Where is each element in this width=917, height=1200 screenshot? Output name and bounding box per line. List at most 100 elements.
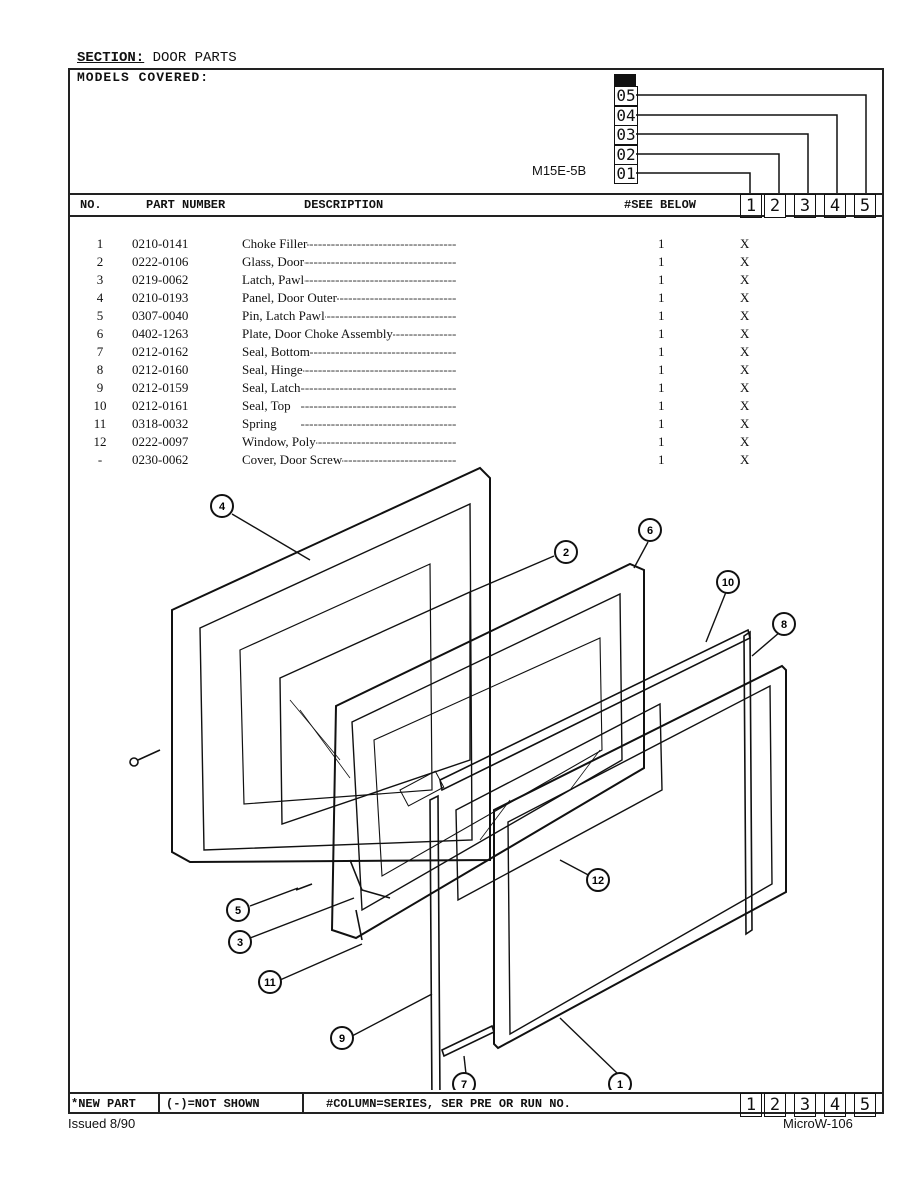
part-column-1: X <box>740 362 750 377</box>
leader-dots: ------------------------------------ <box>242 272 457 287</box>
header-column-1: 1 <box>740 194 762 218</box>
part-description: Plate, Door Choke Assembly <box>242 326 393 342</box>
footer-column-2: 2 <box>764 1093 786 1117</box>
part-number: 0212-0159 <box>132 380 189 395</box>
part-number: 0219-0062 <box>132 272 189 287</box>
part-column-1: X <box>740 434 750 449</box>
part-number: 0222-0097 <box>132 434 189 449</box>
header-see-below: #SEE BELOW <box>624 198 697 212</box>
callout-label: 8 <box>781 619 787 631</box>
part-no: 5 <box>96 308 104 323</box>
footer-divider <box>158 1092 160 1114</box>
leader-dots: ------------------------------------ <box>242 380 457 395</box>
header-column-5: 5 <box>854 194 876 218</box>
callout-label: 10 <box>722 577 734 589</box>
series-code-03: 03 <box>614 125 638 145</box>
callout-11: 11 <box>258 970 282 994</box>
part-qty: 1 <box>658 272 665 287</box>
part-number: 0212-0160 <box>132 362 189 377</box>
part-number: 0210-0193 <box>132 290 189 305</box>
part-number: 0212-0161 <box>132 398 189 413</box>
part-description: Seal, Latch <box>242 380 301 396</box>
part-no: 11 <box>93 416 107 431</box>
part-qty: 1 <box>658 380 665 395</box>
part-no: 9 <box>96 380 104 395</box>
header-part-number: PART NUMBER <box>146 198 226 212</box>
header-description: DESCRIPTION <box>304 198 384 212</box>
callout-2: 2 <box>554 540 578 564</box>
part-description: Panel, Door Outer <box>242 290 337 306</box>
footer-column-3: 3 <box>794 1093 816 1117</box>
part-qty: 1 <box>658 308 665 323</box>
table-header-row <box>70 193 882 217</box>
part-description: Glass, Door <box>242 254 305 270</box>
leader-dots: ------------------------------------ <box>242 344 457 359</box>
header-column-2: 2 <box>764 194 786 218</box>
part-no: - <box>97 452 103 467</box>
footer-new-part: *NEW PART <box>71 1097 136 1111</box>
part-description: Seal, Hinge <box>242 362 303 378</box>
part-description: Spring <box>242 416 277 432</box>
part-column-1: X <box>740 344 750 359</box>
leader-dots: ------------------------------------ <box>242 308 457 323</box>
callout-label: 5 <box>235 905 241 917</box>
leader-dots: ------------------------------------ <box>242 362 457 377</box>
callout-10: 10 <box>716 570 740 594</box>
callout-label: 7 <box>461 1079 467 1090</box>
part-column-1: X <box>740 380 750 395</box>
callout-label: 11 <box>264 977 276 989</box>
series-code-02: 02 <box>614 145 638 165</box>
leader-dots: ------------------------------------ <box>242 398 457 413</box>
callout-1: 1 <box>608 1072 632 1090</box>
header-column-4: 4 <box>824 194 846 218</box>
callout-label: 1 <box>617 1079 623 1090</box>
choke-filler-drawing <box>493 664 787 1050</box>
part-qty: 1 <box>658 362 665 377</box>
callout-3: 3 <box>228 930 252 954</box>
part-qty: 1 <box>658 452 665 467</box>
header-column-3: 3 <box>794 194 816 218</box>
part-number: 0212-0162 <box>132 344 189 359</box>
series-code-01: 01 <box>614 164 638 184</box>
list-item: 8 0212-0160 -----------------------------… <box>80 362 860 380</box>
part-number: 0402-1263 <box>132 326 189 341</box>
callout-leaders <box>231 513 781 1075</box>
part-no: 10 <box>93 398 107 413</box>
part-no: 6 <box>96 326 104 341</box>
callout-label: 3 <box>237 937 243 949</box>
footer-column-4: 4 <box>824 1093 846 1117</box>
callout-label: 12 <box>592 875 604 887</box>
callout-label: 6 <box>647 525 653 537</box>
series-code-04: 04 <box>614 106 638 126</box>
part-no: 8 <box>96 362 104 377</box>
issued-date: Issued 8/90 <box>68 1116 136 1131</box>
part-description: Seal, Top <box>242 398 291 414</box>
footer-column-5: 5 <box>854 1093 876 1117</box>
callout-label: 4 <box>219 501 226 513</box>
header-no: NO. <box>80 198 102 212</box>
seal-strips-drawing <box>429 628 753 1090</box>
part-qty: 1 <box>658 290 665 305</box>
callout-7: 7 <box>452 1072 476 1090</box>
footer-row <box>68 1092 884 1114</box>
leader-dots: ------------------------------------ <box>242 254 457 269</box>
footer-not-shown: (-)=NOT SHOWN <box>166 1097 260 1111</box>
exploded-door-diagram: 4 2 6 10 8 12 5 3 11 9 7 1 <box>129 466 796 1090</box>
door-glass-drawing <box>279 590 471 825</box>
section-title: SECTION: DOOR PARTS <box>77 50 237 66</box>
leader-dots: ------------------------------------ <box>242 416 457 431</box>
poly-window-drawing <box>455 702 663 902</box>
callout-9: 9 <box>330 1026 354 1050</box>
page-code: MicroW-106 <box>783 1116 853 1131</box>
part-qty: 1 <box>658 434 665 449</box>
models-covered-label: MODELS COVERED: <box>77 70 210 85</box>
part-column-1: X <box>740 254 750 269</box>
leader-dots: ------------------------------------ <box>242 434 457 449</box>
footer-column-note: #COLUMN=SERIES, SER PRE OR RUN NO. <box>326 1097 571 1111</box>
